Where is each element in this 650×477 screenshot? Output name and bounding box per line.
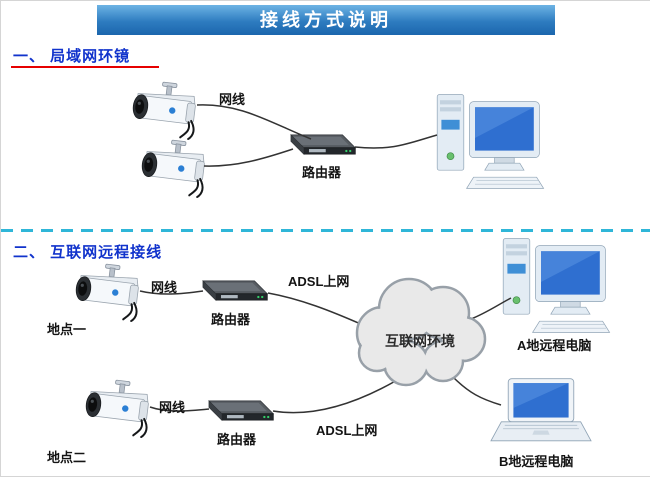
section1-red-underline: [11, 66, 159, 68]
cable-router-to-desktop: [354, 134, 438, 149]
section1-router: [290, 134, 356, 155]
site1-camera: [72, 259, 143, 323]
computer-b-laptop: [490, 378, 592, 442]
section1-router-label: 路由器: [302, 165, 342, 180]
cable-site1-camera-to-router: [139, 290, 204, 295]
section1-heading: 一、 局域网环镜: [13, 48, 131, 65]
link-cloud-to-computer-b: [452, 376, 502, 406]
adsl-site2-router-to-cloud: [272, 378, 400, 414]
computer-b-label: B地远程电脑: [499, 454, 574, 469]
site1-cable-label: 网线: [151, 280, 178, 295]
cable-camera1-to-router: [196, 104, 312, 140]
site2-router: [208, 400, 274, 421]
site2-adsl-label: ADSL上网: [316, 423, 378, 438]
section1-desktop-computer: [436, 94, 544, 189]
site1-router-label: 路由器: [211, 312, 251, 327]
internet-cloud: [355, 277, 487, 387]
site1-router: [202, 280, 268, 301]
link-cloud-to-computer-a: [470, 297, 512, 320]
adsl-site1-router-to-cloud: [267, 292, 364, 326]
site2-router-label: 路由器: [217, 432, 257, 447]
site2-label: 地点二: [47, 450, 87, 465]
site1-label: 地点一: [47, 322, 87, 337]
cable-site2-camera-to-router: [149, 406, 210, 412]
site1-adsl-label: ADSL上网: [288, 274, 350, 289]
computer-a-desktop: [502, 238, 610, 333]
title-banner: 接线方式说明: [97, 5, 555, 35]
computer-a-label: A地远程电脑: [517, 338, 592, 353]
site2-camera: [82, 375, 153, 439]
cable-camera2-to-router: [203, 148, 294, 167]
site2-cable-label: 网线: [159, 400, 186, 415]
section-divider-dashed: [1, 229, 650, 232]
section1-cable-label: 网线: [219, 92, 246, 107]
section2-heading: 二、 互联网远程接线: [13, 244, 163, 261]
section1-camera-2: [138, 135, 209, 199]
internet-cloud-label: 互联网环境: [385, 333, 455, 349]
section1-camera-1: [129, 77, 200, 141]
